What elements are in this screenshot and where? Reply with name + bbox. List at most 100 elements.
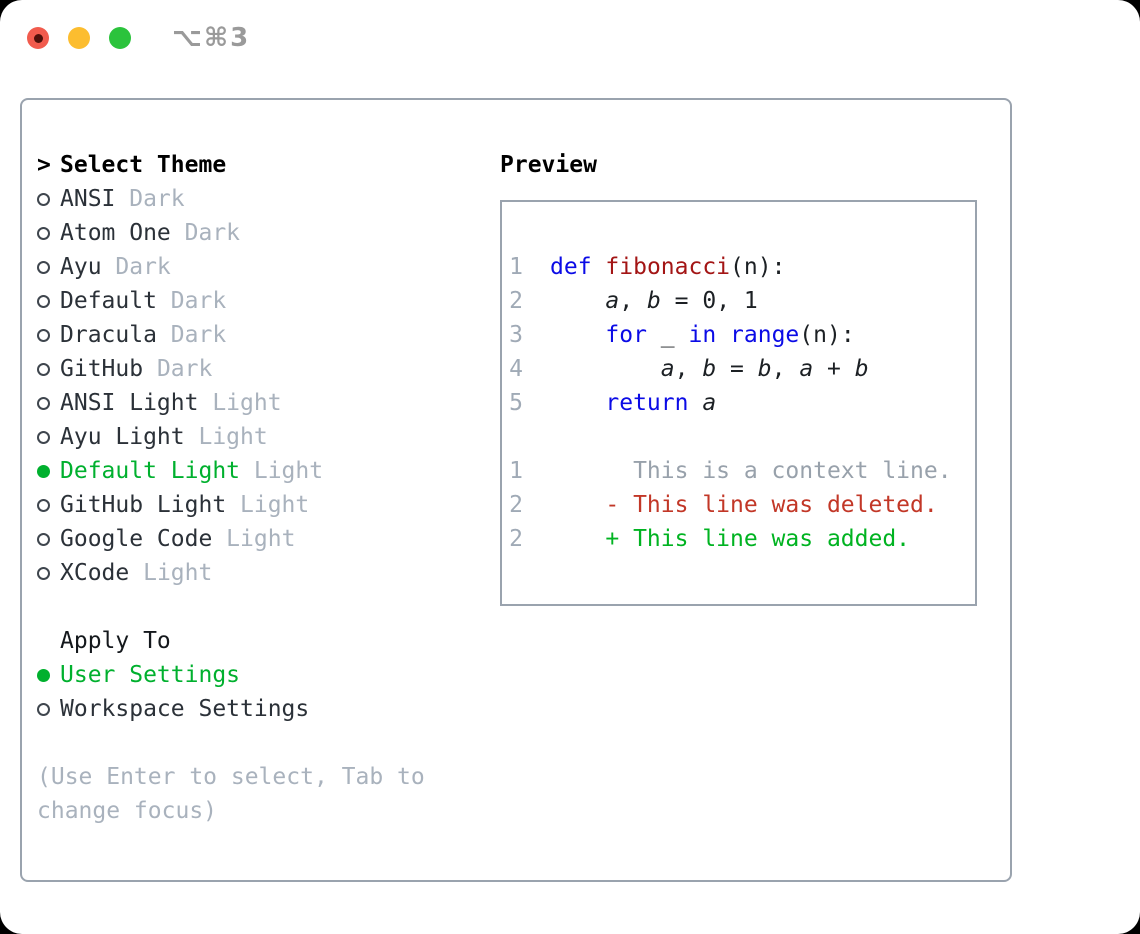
theme-variant-label: Dark xyxy=(143,356,213,382)
code-token xyxy=(592,250,606,284)
theme-option-xcode[interactable]: XCode Light xyxy=(37,556,500,590)
radio-cell xyxy=(37,192,60,206)
radio-cell xyxy=(37,566,60,580)
apply-option-label: User Settings xyxy=(60,662,241,688)
line-number: 4 xyxy=(509,356,523,382)
radio-icon xyxy=(37,532,50,546)
radio-cell xyxy=(37,294,60,308)
titlebar: ⌥⌘3 xyxy=(27,23,251,53)
theme-option-github-light[interactable]: GitHub Light Light xyxy=(37,488,500,522)
theme-option-ansi-light[interactable]: ANSI Light Light xyxy=(37,386,500,420)
code-token: , xyxy=(619,288,647,314)
code-token xyxy=(716,318,730,352)
code-token: , xyxy=(674,356,703,382)
code-token: , xyxy=(771,356,800,382)
theme-name: XCode xyxy=(60,560,130,586)
code-token: = 0, 1 xyxy=(660,288,758,314)
code-token: + This line was added. xyxy=(550,526,911,552)
radio-icon xyxy=(37,362,50,376)
theme-name: ANSI xyxy=(60,186,116,212)
theme-name: Dracula xyxy=(60,322,157,348)
code-token: (n): xyxy=(799,322,855,348)
radio-icon xyxy=(37,260,50,274)
theme-name: Google Code xyxy=(60,526,213,552)
diff-line-deleted: 2 - This line was deleted. xyxy=(509,488,975,522)
code-token: for xyxy=(605,322,647,348)
code-line xyxy=(509,420,975,454)
radio-cell xyxy=(37,362,60,376)
radio-icon xyxy=(37,430,50,444)
theme-variant-label: Dark xyxy=(115,186,185,212)
minimize-button[interactable] xyxy=(68,27,90,49)
radio-cell xyxy=(37,260,60,274)
theme-option-ayu[interactable]: Ayu Dark xyxy=(37,250,500,284)
radio-icon xyxy=(37,498,50,512)
radio-selected-icon xyxy=(37,464,50,478)
code-token: = xyxy=(716,356,758,382)
theme-option-dracula[interactable]: Dracula Dark xyxy=(37,318,500,352)
apply-option-user-settings[interactable]: User Settings xyxy=(37,658,500,692)
theme-variant-label: Dark xyxy=(156,322,227,348)
theme-variant-label: Light xyxy=(129,560,213,586)
line-number: 5 xyxy=(509,390,523,416)
theme-option-github[interactable]: GitHub Dark xyxy=(37,352,500,386)
keyboard-shortcut-label: ⌥⌘3 xyxy=(172,23,251,53)
code-token: b xyxy=(646,288,661,314)
theme-variant-label: Dark xyxy=(101,254,171,280)
theme-name: ANSI Light xyxy=(60,390,199,416)
radio-icon xyxy=(37,294,50,308)
line-number: 2 xyxy=(509,492,523,518)
code-token xyxy=(550,284,605,318)
prompt-icon: > xyxy=(37,152,51,178)
theme-option-ansi[interactable]: ANSI Dark xyxy=(37,182,500,216)
code-token: This is a context line. xyxy=(550,458,952,484)
theme-variant-label: Light xyxy=(212,526,296,552)
spacer xyxy=(37,590,500,624)
theme-option-ayu-light[interactable]: Ayu Light Light xyxy=(37,420,500,454)
line-number: 1 xyxy=(509,458,523,484)
code-token: b xyxy=(757,356,772,382)
theme-name: Atom One xyxy=(60,220,171,246)
zoom-button[interactable] xyxy=(109,27,131,49)
apply-option-label: Workspace Settings xyxy=(60,696,310,722)
radio-icon xyxy=(37,192,50,206)
radio-cell xyxy=(37,498,60,512)
radio-cell xyxy=(37,532,60,546)
code-token: - This line was deleted. xyxy=(550,492,938,518)
code-token: _ xyxy=(646,322,689,348)
code-token: a xyxy=(605,288,620,314)
theme-variant-label: Light xyxy=(240,458,324,484)
theme-option-default-light[interactable]: Default Light Light xyxy=(37,454,500,488)
theme-option-google-code[interactable]: Google Code Light xyxy=(37,522,500,556)
theme-variant-label: Light xyxy=(198,390,282,416)
apply-to-title: Apply To xyxy=(60,628,171,654)
radio-icon xyxy=(37,396,50,410)
radio-cell xyxy=(37,226,60,240)
code-token: fibonacci xyxy=(605,254,731,280)
apply-option-workspace-settings[interactable]: Workspace Settings xyxy=(37,692,500,726)
code-token: def xyxy=(550,254,592,280)
theme-option-atom-one[interactable]: Atom One Dark xyxy=(37,216,500,250)
unsaved-indicator-dot xyxy=(33,33,43,43)
apply-to-header: Apply To xyxy=(37,624,500,658)
code-line: 5 return a xyxy=(509,386,975,420)
theme-name: Default Light xyxy=(60,458,241,484)
close-button[interactable] xyxy=(27,27,49,49)
theme-name: GitHub xyxy=(60,356,144,382)
code-token: range xyxy=(730,322,800,348)
theme-option-default[interactable]: Default Dark xyxy=(37,284,500,318)
code-token: return xyxy=(605,390,689,416)
code-line: 2 a, b = 0, 1 xyxy=(509,284,975,318)
radio-selected-icon xyxy=(37,668,50,682)
line-number: 2 xyxy=(509,288,523,314)
diff-line-added: 2 + This line was added. xyxy=(509,522,975,556)
theme-name: Default xyxy=(60,288,157,314)
code-token: b xyxy=(702,356,717,382)
code-token: (n): xyxy=(730,254,786,280)
